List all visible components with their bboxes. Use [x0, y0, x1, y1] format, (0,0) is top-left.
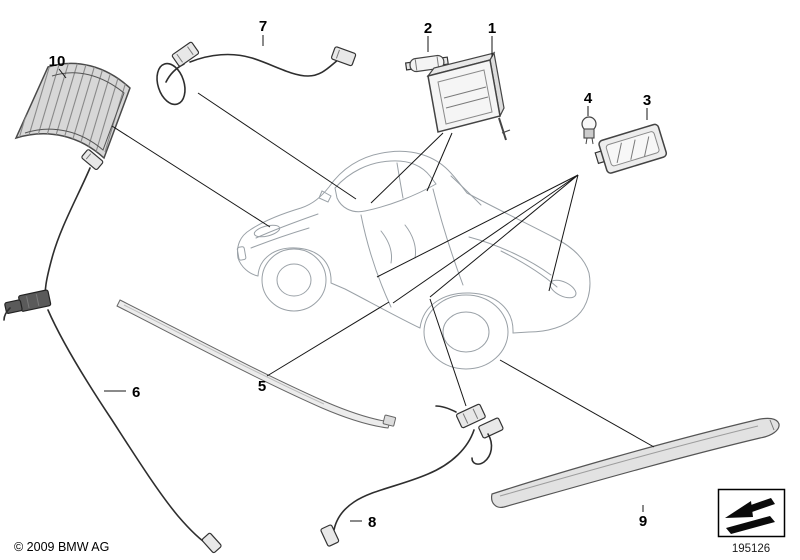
leader-lines	[58, 35, 655, 522]
part-6-cable	[3, 149, 222, 554]
part-3-courtesy-lamp	[594, 123, 668, 174]
front-wheel	[261, 248, 327, 312]
part-7-harness	[156, 41, 357, 106]
part-label-6[interactable]: 6	[132, 384, 140, 401]
part-label-10[interactable]: 10	[49, 53, 66, 70]
part-label-5[interactable]: 5	[258, 378, 266, 395]
car-outline-sketch	[236, 150, 591, 370]
mirror	[318, 190, 332, 203]
taillight	[549, 279, 577, 299]
part-label-4[interactable]: 4	[584, 90, 593, 107]
headlight	[253, 224, 281, 238]
connector-block	[18, 289, 52, 312]
part-label-8[interactable]: 8	[368, 514, 376, 531]
footer: © 2009 BMW AG 195126	[14, 488, 786, 555]
part-5-light-guide	[116, 299, 397, 429]
part-label-2[interactable]: 2	[424, 20, 432, 37]
diagram-number: 195126	[732, 543, 770, 555]
part-label-3[interactable]: 3	[643, 92, 651, 109]
connector	[320, 524, 340, 547]
part-label-7[interactable]: 7	[259, 18, 267, 35]
part-label-9[interactable]: 9	[639, 513, 647, 530]
rear-wheel	[423, 294, 509, 370]
part-callouts: 1 2 3 4 5 6 7 8 9 10	[49, 18, 652, 531]
connector	[201, 532, 222, 554]
copyright-text: © 2009 BMW AG	[14, 540, 109, 554]
side-window	[334, 160, 437, 213]
part-8-cable-assembly	[320, 403, 504, 547]
contact-pin	[498, 117, 507, 141]
part-9-reflector	[491, 417, 780, 508]
part-10-lens-panel	[14, 62, 131, 160]
part-1-interior-lamp	[426, 51, 511, 141]
bmw-parts-arrow-logo	[717, 488, 786, 538]
connector	[171, 41, 200, 67]
strip-end-fitting	[382, 414, 397, 427]
part-label-1[interactable]: 1	[488, 20, 496, 37]
connector	[81, 149, 104, 171]
connector	[478, 417, 504, 439]
part-4-wedge-bulb	[581, 116, 597, 145]
connector	[455, 403, 486, 429]
connector	[330, 46, 357, 67]
